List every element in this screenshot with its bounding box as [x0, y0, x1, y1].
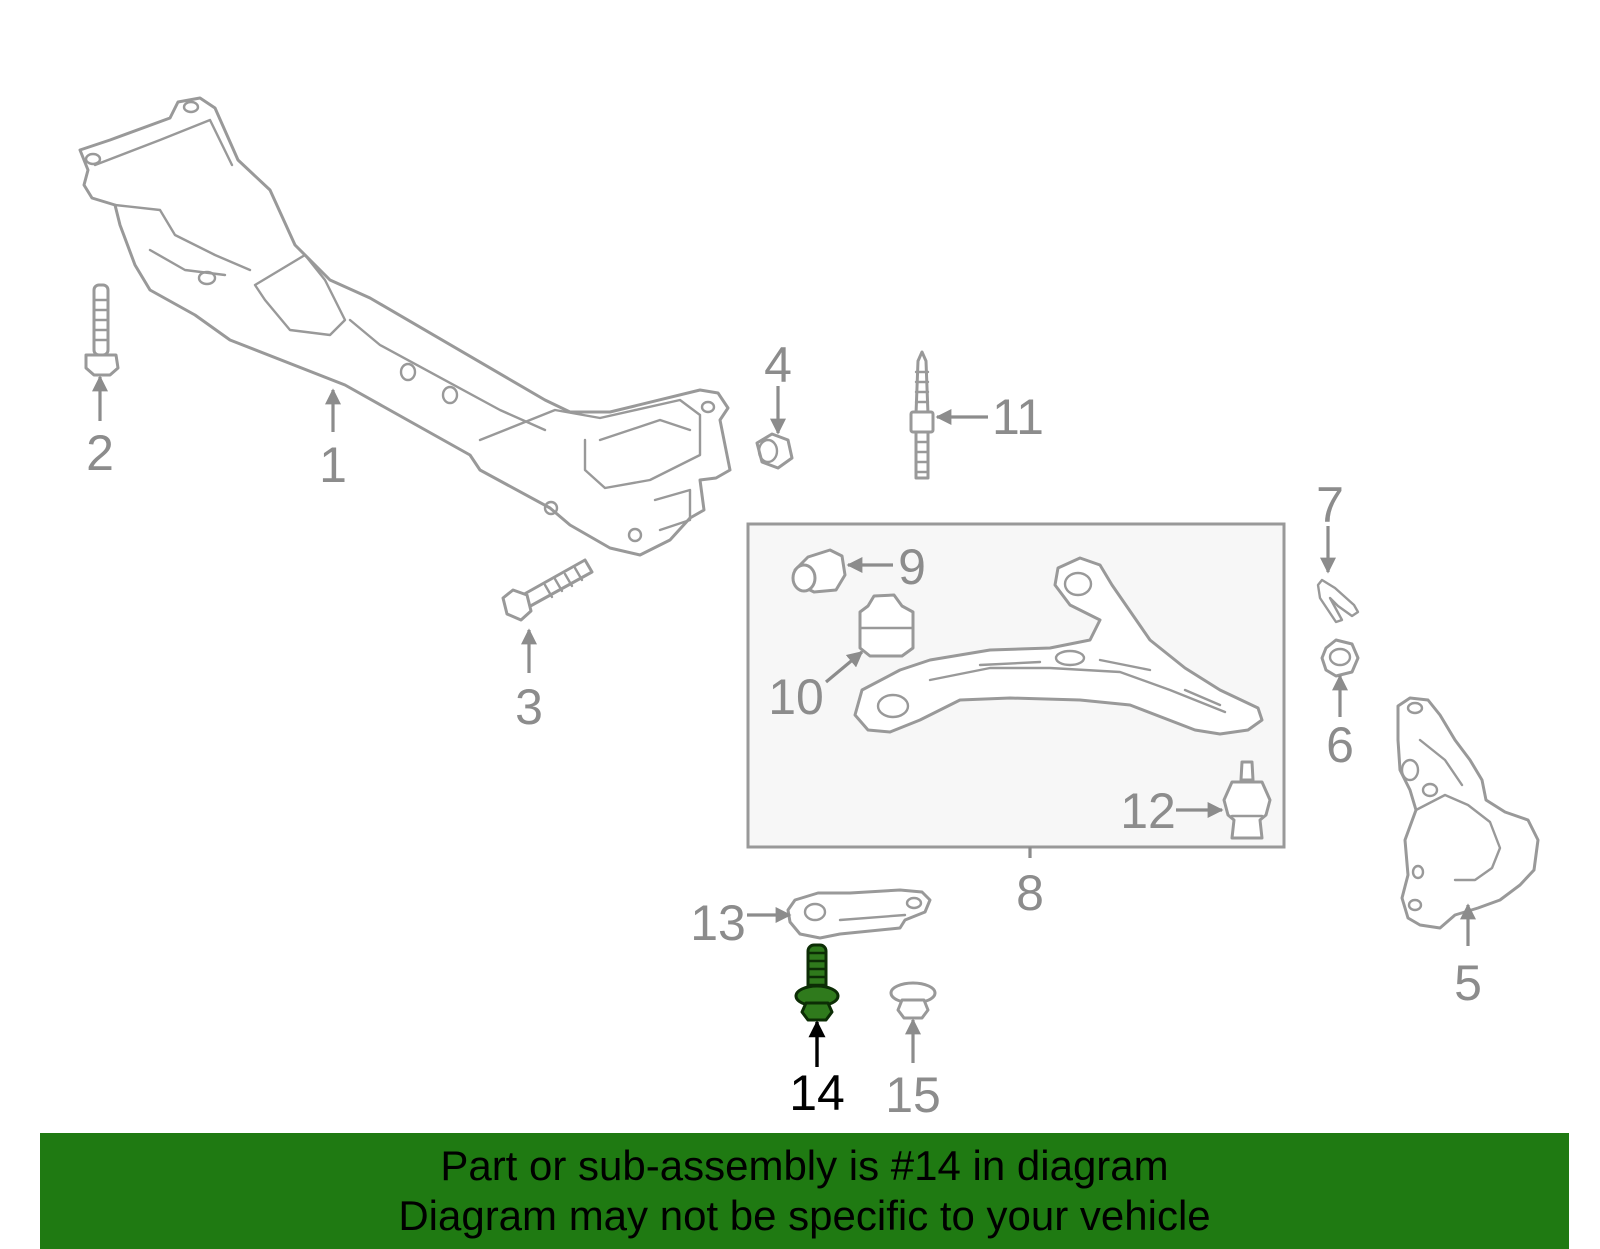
part-label-7: 7 [1316, 477, 1344, 533]
part-label-11: 11 [992, 389, 1044, 445]
bolt-14-highlighted[interactable] [794, 943, 840, 1022]
part-label-8: 8 [1016, 865, 1044, 921]
crossmember [78, 96, 732, 557]
info-banner: Part or sub-assembly is #14 in diagram D… [40, 1133, 1569, 1249]
part-label-14[interactable]: 14 [789, 1065, 845, 1121]
bushing-10 [858, 593, 915, 658]
nut-15 [889, 981, 937, 1020]
ball-joint-12 [1222, 760, 1272, 840]
control-arm [853, 556, 1264, 736]
clip-7 [1316, 578, 1360, 624]
part-label-4: 4 [764, 337, 792, 393]
part-label-6: 6 [1326, 717, 1354, 773]
part-label-12: 12 [1120, 783, 1176, 839]
stud-11 [909, 350, 935, 480]
part-label-15: 15 [885, 1067, 941, 1123]
steering-knuckle [1396, 696, 1540, 930]
bushing-9 [791, 548, 847, 594]
nut-6 [1320, 638, 1360, 678]
part-label-5: 5 [1454, 955, 1482, 1011]
part-label-1: 1 [319, 437, 347, 493]
banner-line-2: Diagram may not be specific to your vehi… [398, 1192, 1211, 1239]
part-label-10: 10 [768, 669, 824, 725]
bolt-3 [501, 558, 594, 622]
part-label-2: 2 [86, 425, 114, 481]
bolt-2 [84, 283, 120, 377]
nut-4 [755, 432, 794, 470]
part-label-3: 3 [515, 679, 543, 735]
banner-line-1: Part or sub-assembly is #14 in diagram [440, 1142, 1169, 1189]
part-label-9: 9 [898, 539, 926, 595]
part-label-13: 13 [690, 895, 746, 951]
plate-13 [786, 888, 932, 940]
